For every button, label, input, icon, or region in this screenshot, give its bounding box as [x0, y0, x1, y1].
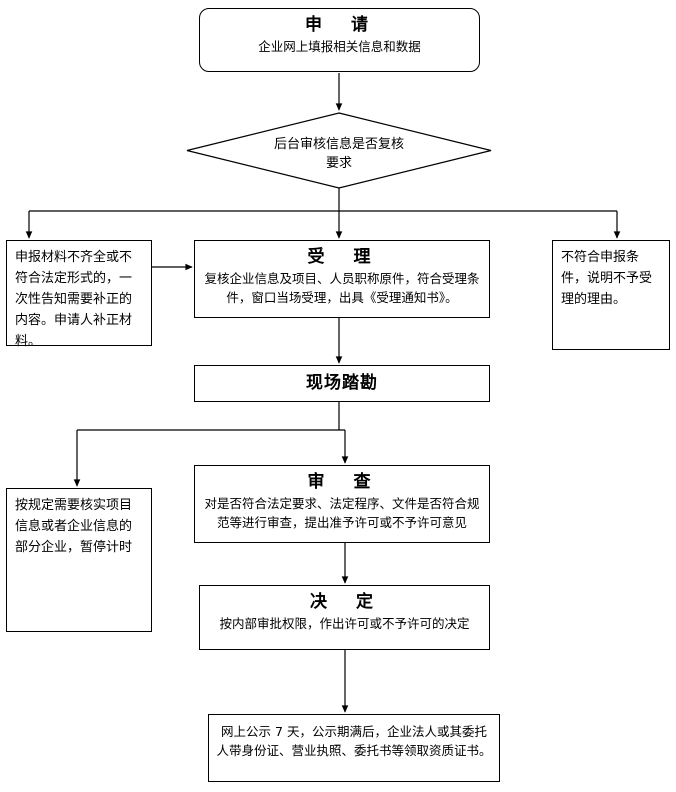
node-decision-line2: 要求 — [325, 156, 352, 168]
node-publicize-body: 网上公示 7 天，公示期满后，企业法人或其委托人带身份证、营业执照、委托书等领取… — [216, 724, 492, 758]
node-reject-body: 不符合申报条件，说明不予受理的理由。 — [561, 250, 653, 308]
node-accept-body: 复核企业信息及项目、人员职称原件，符合受理条件，窗口当场受理，出具《受理通知书》… — [204, 270, 480, 305]
node-publicize[interactable]: 网上公示 7 天，公示期满后，企业法人或其委托人带身份证、营业执照、委托书等领取… — [208, 714, 500, 782]
node-decision-line1: 后台审核信息是否复核 — [273, 137, 404, 152]
node-apply-body: 企业网上填报相关信息和数据 — [258, 38, 421, 54]
node-supplement[interactable]: 申报材料不齐全或不符合法定形式的，一次性告知需要补正的内容。申请人补正材料。 — [6, 240, 152, 349]
node-decide-body: 按内部审批权限，作出许可或不予许可的决定 — [219, 615, 470, 631]
node-apply-title: 申 请 — [305, 15, 374, 35]
node-site-survey[interactable]: 现场踏勘 — [194, 365, 490, 402]
node-examine-title: 审 查 — [307, 472, 377, 492]
node-pause-timer[interactable]: 按规定需要核实项目信息或者企业信息的部分企业，暂停计时 — [6, 488, 152, 632]
node-accept-title: 受 理 — [307, 247, 377, 267]
node-decide[interactable]: 决 定 按内部审批权限，作出许可或不予许可的决定 — [199, 585, 490, 650]
node-supplement-body: 申报材料不齐全或不符合法定形式的，一次性告知需要补正的内容。申请人补正材料。 — [15, 250, 133, 350]
node-site-survey-title: 现场踏勘 — [306, 373, 378, 394]
node-decision-review[interactable]: 后台审核信息是否复核 要求 — [185, 112, 493, 189]
diamond-shape — [186, 112, 492, 189]
diamond-text-clip: 后台审核信息是否复核 要求 — [185, 136, 493, 168]
node-accept[interactable]: 受 理 复核企业信息及项目、人员职称原件，符合受理条件，窗口当场受理，出具《受理… — [194, 240, 490, 318]
node-reject[interactable]: 不符合申报条件，说明不予受理的理由。 — [552, 240, 670, 350]
node-apply[interactable]: 申 请 企业网上填报相关信息和数据 — [199, 8, 480, 72]
node-decide-title: 决 定 — [310, 592, 379, 612]
node-examine-body: 对是否符合法定要求、法定程序、文件是否符合规范等进行审查，提出准予许可或不予许可… — [204, 495, 480, 530]
node-pause-timer-body: 按规定需要核实项目信息或者企业信息的部分企业，暂停计时 — [15, 498, 133, 556]
node-examine[interactable]: 审 查 对是否符合法定要求、法定程序、文件是否符合规范等进行审查，提出准予许可或… — [194, 465, 490, 543]
